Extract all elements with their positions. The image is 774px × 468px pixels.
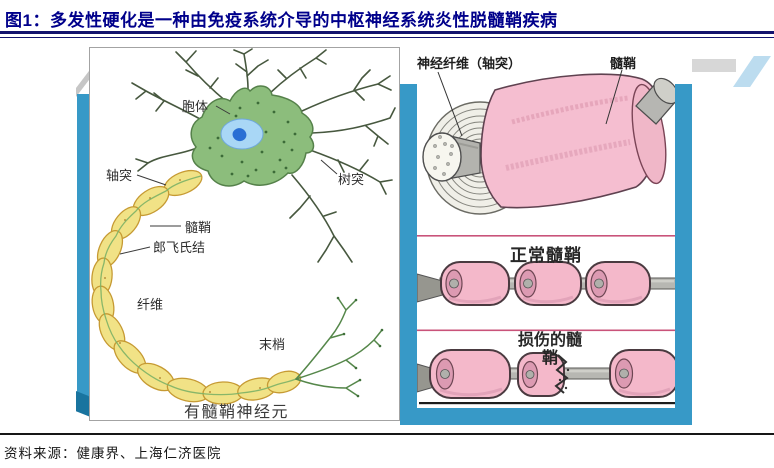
bottom-rule-inner (419, 402, 676, 405)
neuron-panel: 胞体 轴突 树突 髓鞘 郎飞氏结 纤维 末梢 有髓鞘神经元 (89, 47, 400, 421)
label-axon: 轴突 (106, 168, 133, 183)
myelin-diagram (400, 69, 692, 425)
separator-line (417, 329, 675, 332)
myelin-capsule (440, 261, 510, 306)
pointer-lines (437, 69, 623, 137)
label-soma: 胞体 (182, 99, 209, 114)
label-terminal: 末梢 (259, 337, 286, 352)
myelin-capsule (429, 349, 511, 399)
myelin-panel: 神经纤维（轴突） 髓鞘 正常髓鞘 损伤的髓鞘 (400, 50, 692, 425)
axon-cut-face (422, 132, 462, 182)
terminal-dots (336, 296, 384, 398)
neuron-diagram (91, 48, 396, 405)
label-normal-myelin: 正常髓鞘 (510, 246, 582, 265)
axon-terminals (295, 297, 383, 397)
damaged-myelin-row (416, 349, 679, 405)
title-rule-thick (0, 31, 774, 34)
axon-face-dots (433, 135, 454, 176)
title-rule-thin (0, 37, 774, 38)
label-dendrite: 树突 (338, 172, 365, 187)
label-myelin: 髓鞘 (185, 220, 212, 235)
source-line: 资料来源：健康界、上海仁济医院 (4, 446, 222, 461)
dendrites (131, 48, 396, 263)
neuron-caption: 有髓鞘神经元 (184, 404, 290, 421)
teal-frame-right (675, 84, 692, 425)
teal-frame-bottom (400, 408, 692, 425)
blue-corner-decoration (733, 56, 771, 87)
label-node-of-ranvier: 郎飞氏结 (153, 240, 206, 255)
nucleolus (232, 128, 247, 142)
label-fiber: 纤维 (137, 297, 164, 312)
label-damaged-myelin: 损伤的髓鞘 (517, 332, 582, 367)
figure-title: 图1：多发性硬化是一种由免疫系统介导的中枢神经系统炎性脱髓鞘疾病 (5, 11, 558, 30)
soma-granules (208, 101, 297, 178)
teal-corner-decoration (76, 391, 93, 418)
separator-line (417, 235, 675, 237)
myelin-capsule (514, 261, 582, 306)
normal-myelin-row (416, 261, 677, 306)
bottom-rule (0, 433, 774, 435)
label-nerve-fiber-axon: 神经纤维（轴突） (417, 56, 522, 71)
teal-frame-left (400, 84, 417, 425)
myelin-cylinder (422, 69, 679, 215)
pointer-lines (119, 105, 338, 255)
myelin-capsule (585, 261, 651, 306)
myelin-body (480, 73, 661, 209)
teal-side-bar (77, 94, 90, 396)
damaged-capsule (517, 352, 570, 397)
myelin-segment-chain (91, 169, 302, 405)
axon-core-visible (99, 175, 297, 396)
label-myelin-sheath: 髓鞘 (610, 56, 637, 71)
myelin-capsule (609, 349, 679, 398)
